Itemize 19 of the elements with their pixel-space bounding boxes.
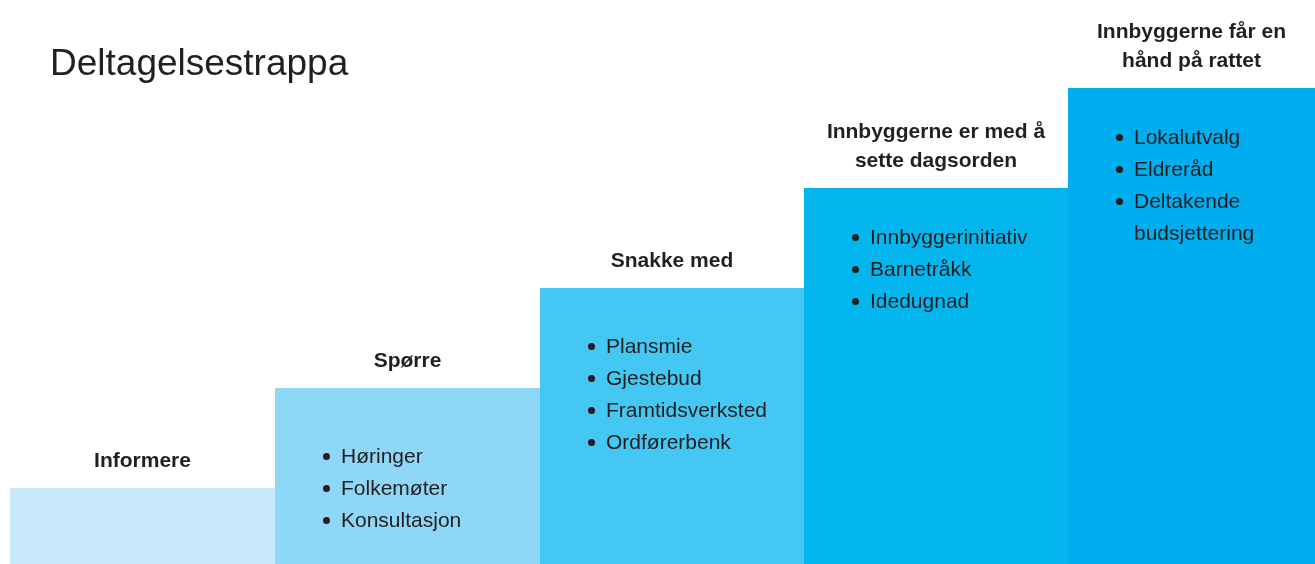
list-item: Eldreråd <box>1116 153 1214 185</box>
list-item: Barnetråkk <box>852 253 972 285</box>
list-item: Deltakende budsjettering <box>1116 185 1294 249</box>
list-item: Ordførerbenk <box>588 426 731 458</box>
list-item: Idedugnad <box>852 285 970 317</box>
list-item: Plansmie <box>588 330 693 362</box>
list-item: Folkemøter <box>323 472 448 504</box>
list-item: Lokalutvalg <box>1116 121 1241 153</box>
step-heading: Informere <box>93 447 192 473</box>
step-heading: Spørre <box>372 347 443 373</box>
diagram-title: Deltagelsestrappa <box>50 42 349 84</box>
list-item: Høringer <box>323 440 423 472</box>
step-heading: Snakke med <box>609 247 735 273</box>
step-heading: Innbyggerne får en hånd på rattet <box>1096 18 1287 73</box>
list-item: Gjestebud <box>588 362 702 394</box>
list-item: Konsultasjon <box>323 504 462 536</box>
list-item: Innbyggerinitiativ <box>852 221 1028 253</box>
step-heading: Innbyggerne er med å sette dagsorden <box>825 118 1047 173</box>
list-item: Framtidsverksted <box>588 394 766 426</box>
